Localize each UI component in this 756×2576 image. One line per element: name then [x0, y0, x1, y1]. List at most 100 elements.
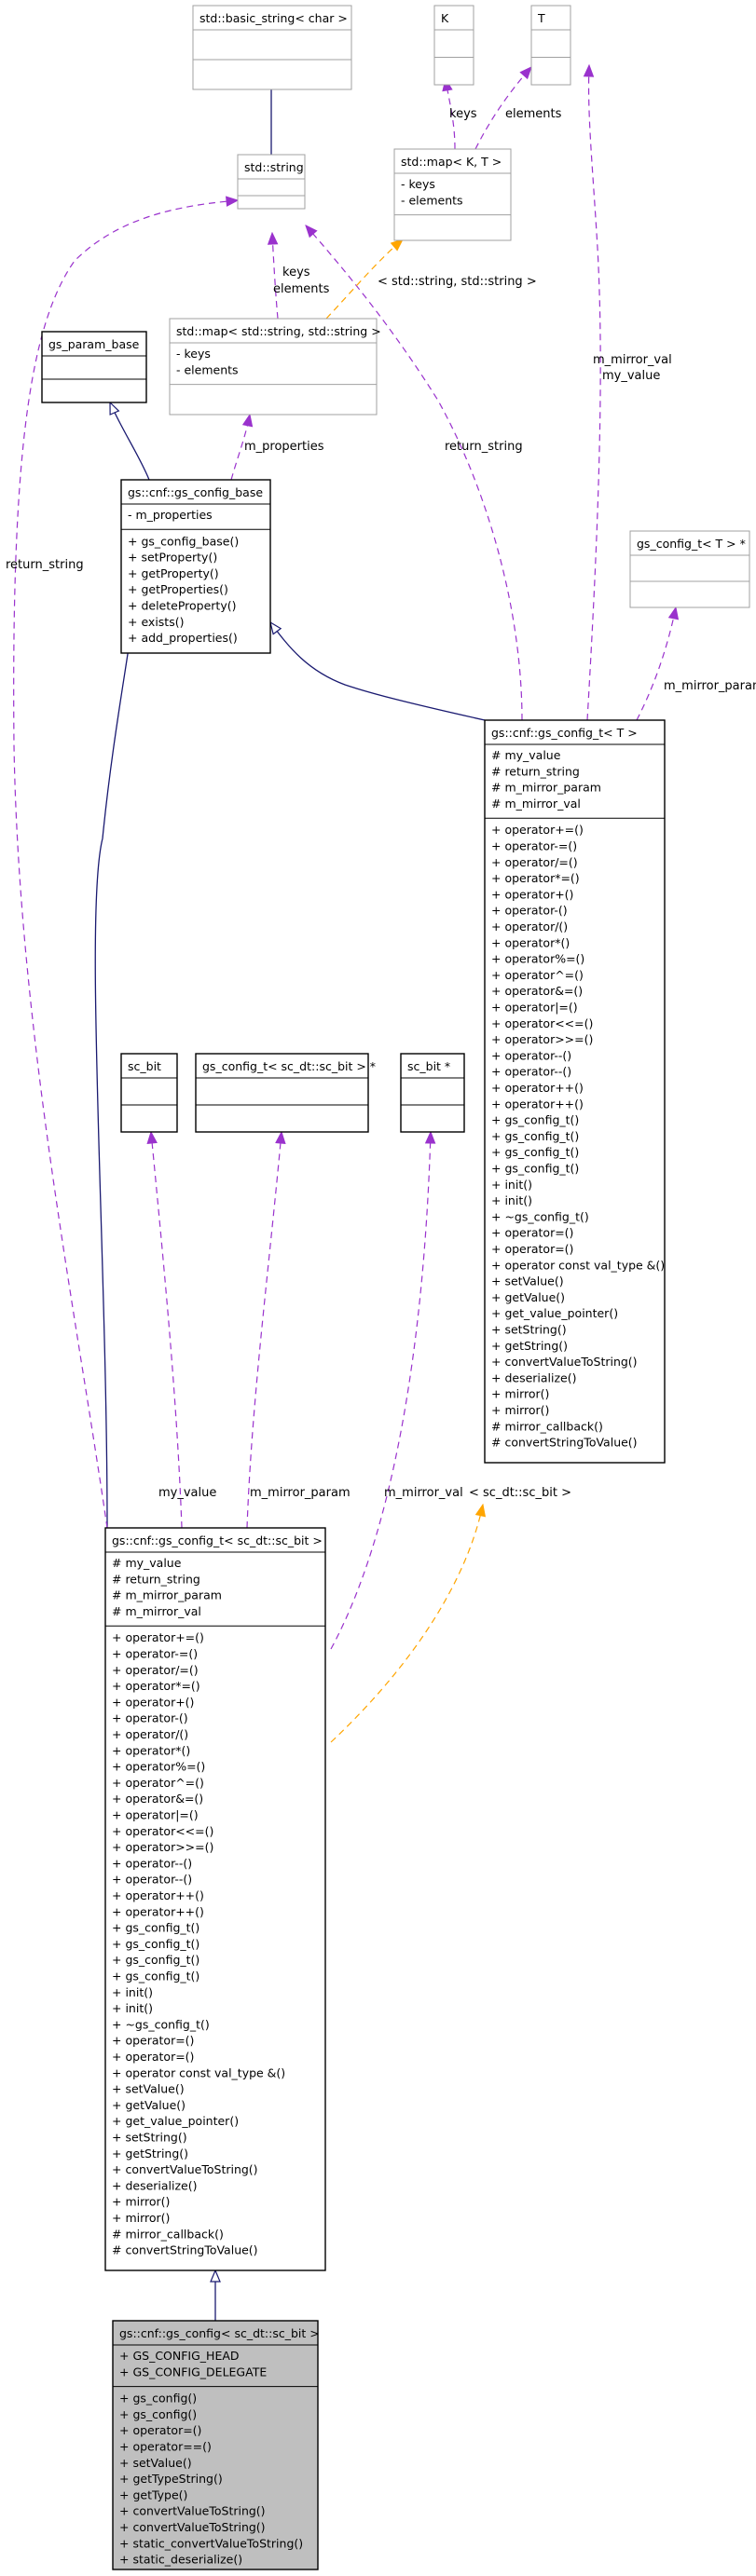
- class-box: [120, 1053, 178, 1133]
- class-method: + operator/=(): [491, 855, 578, 869]
- class-gs-config-t-scbit-ptr[interactable]: gs_config_t< sc_dt::sc_bit > *: [195, 1053, 376, 1133]
- class-method: + gs_config(): [119, 2392, 197, 2406]
- class-method: + gs_config_t(): [112, 1921, 199, 1935]
- class-attribute: - keys: [176, 347, 211, 361]
- class-name: std::map< K, T >: [401, 155, 502, 169]
- label-m-mirror-param-bottom: m_mirror_param: [250, 1486, 351, 1500]
- class-method: + deserialize(): [112, 2178, 198, 2192]
- class-method: + deleteProperty(): [128, 599, 236, 613]
- class-gs-config-t-ptr[interactable]: gs_config_t< T > *: [629, 530, 750, 608]
- class-map-KT[interactable]: std::map< K, T >- keys- elements: [393, 148, 512, 241]
- class-method: + deserialize(): [491, 1370, 577, 1384]
- class-method: + operator*(): [491, 935, 570, 949]
- class-method: + gs_config(): [119, 2407, 197, 2421]
- class-gs-param-base[interactable]: gs_param_base: [41, 331, 147, 403]
- class-method: + init(): [112, 1985, 153, 1999]
- class-method: + getValue(): [112, 2098, 186, 2112]
- class-attribute: - elements: [176, 362, 239, 376]
- class-gs-config-scbit[interactable]: gs::cnf::gs_config< sc_dt::sc_bit >+ GS_…: [112, 2320, 320, 2570]
- class-method: + operator++(): [112, 1888, 204, 1902]
- class-map-strstr[interactable]: std::map< std::string, std::string >- ke…: [169, 318, 381, 416]
- class-method: + operator+=(): [491, 823, 584, 837]
- label-return-string-left: return_string: [6, 558, 84, 572]
- class-box: [237, 154, 306, 210]
- edge-return-string-right: [306, 225, 523, 721]
- class-attribute: - elements: [401, 193, 463, 207]
- edge-return-string-left: [13, 200, 238, 1529]
- class-box: [195, 1053, 369, 1133]
- label-string-pair: < std::string, std::string >: [378, 275, 537, 289]
- class-method: + gs_config_t(): [491, 1129, 579, 1143]
- class-K[interactable]: K: [433, 5, 474, 86]
- class-method: + gs_config_t(): [491, 1113, 579, 1127]
- edge-string-from-map: [272, 233, 279, 320]
- class-attribute: # return_string: [491, 764, 580, 778]
- class-method: + operator=(): [119, 2423, 201, 2437]
- class-method: + operator const val_type &(): [112, 2065, 285, 2079]
- class-method: + operator-(): [491, 904, 568, 918]
- class-method: + setString(): [491, 1323, 567, 1337]
- class-method: + operator-=(): [112, 1647, 198, 1661]
- class-gs-config-t-T[interactable]: gs::cnf::gs_config_t< T ># my_value# ret…: [484, 719, 666, 1464]
- class-gs-config-t-scbit[interactable]: gs::cnf::gs_config_t< sc_dt::sc_bit ># m…: [104, 1527, 326, 2271]
- class-method: + operator const val_type &(): [491, 1258, 665, 1272]
- class-method: + operator&=(): [112, 1792, 203, 1806]
- class-method: # mirror_callback(): [112, 2227, 224, 2241]
- class-name: gs::cnf::gs_config_t< sc_dt::sc_bit >: [112, 1533, 323, 1547]
- edge-map-strstr-from-map-kt: [325, 239, 403, 320]
- class-name: T: [537, 11, 545, 25]
- class-method: + operator<<=(): [112, 1824, 213, 1838]
- class-attribute: - keys: [401, 177, 435, 191]
- class-method: + init(): [491, 1193, 532, 1207]
- class-method: + operator--(): [491, 1048, 571, 1062]
- class-attribute: - m_properties: [128, 508, 213, 522]
- class-method: + operator==(): [119, 2440, 212, 2454]
- class-method: + convertValueToString(): [112, 2162, 258, 2176]
- class-method: + operator--(): [112, 1873, 192, 1887]
- class-method: + ~gs_config_t(): [491, 1209, 589, 1223]
- class-method: + getString(): [491, 1339, 568, 1353]
- class-method: + operator++(): [491, 1097, 584, 1111]
- class-method: + setValue(): [491, 1274, 564, 1288]
- class-method: + setValue(): [112, 2082, 185, 2096]
- class-method: + setValue(): [119, 2456, 192, 2470]
- class-box: [629, 530, 750, 608]
- class-box: [169, 318, 378, 416]
- class-method: + operator*=(): [491, 871, 580, 885]
- class-method: + gs_config_t(): [112, 1937, 199, 1951]
- class-method: # convertStringToValue(): [112, 2243, 258, 2257]
- class-method: + getProperty(): [128, 566, 219, 580]
- class-method: + operator=(): [491, 1226, 573, 1240]
- class-name: gs::cnf::gs_config_base: [128, 485, 263, 499]
- class-method: + operator=(): [491, 1242, 573, 1256]
- edge-mirror-param-ptr: [636, 607, 676, 721]
- class-method: + operator%=(): [491, 952, 584, 966]
- edge-map-kt-keys: [446, 79, 456, 150]
- class-method: + operator+=(): [112, 1630, 204, 1644]
- class-name: std::string: [244, 160, 304, 174]
- class-method: + static_deserialize(): [119, 2553, 242, 2567]
- class-gs-config-base[interactable]: gs::cnf::gs_config_base- m_properties+ g…: [120, 479, 271, 654]
- class-method: + operator^=(): [112, 1776, 204, 1790]
- class-box: [120, 479, 271, 654]
- class-method: + add_properties(): [128, 631, 238, 645]
- edge-mirror-val-T: [587, 65, 601, 721]
- class-method: + gs_config_t(): [112, 1969, 199, 1983]
- class-attribute: # my_value: [491, 748, 561, 762]
- class-box: [484, 719, 666, 1464]
- class-sc-bit-ptr[interactable]: sc_bit *: [400, 1053, 465, 1133]
- class-sc-bit[interactable]: sc_bit: [120, 1053, 178, 1133]
- class-T[interactable]: T: [530, 5, 571, 86]
- class-attribute: + GS_CONFIG_HEAD: [119, 2349, 240, 2363]
- class-box: [104, 1527, 326, 2271]
- class-std-string[interactable]: std::string: [237, 154, 306, 210]
- class-method: + getProperties(): [128, 582, 228, 596]
- class-method: + gs_config_t(): [491, 1145, 579, 1159]
- class-basic-string[interactable]: std::basic_string< char >: [192, 5, 352, 90]
- class-attribute: # return_string: [112, 1572, 200, 1586]
- class-name: gs_config_t< sc_dt::sc_bit > *: [202, 1059, 376, 1073]
- label-sc-bit-template: < sc_dt::sc_bit >: [469, 1486, 571, 1500]
- class-method: + operator-=(): [491, 839, 577, 853]
- class-method: + mirror(): [491, 1387, 549, 1401]
